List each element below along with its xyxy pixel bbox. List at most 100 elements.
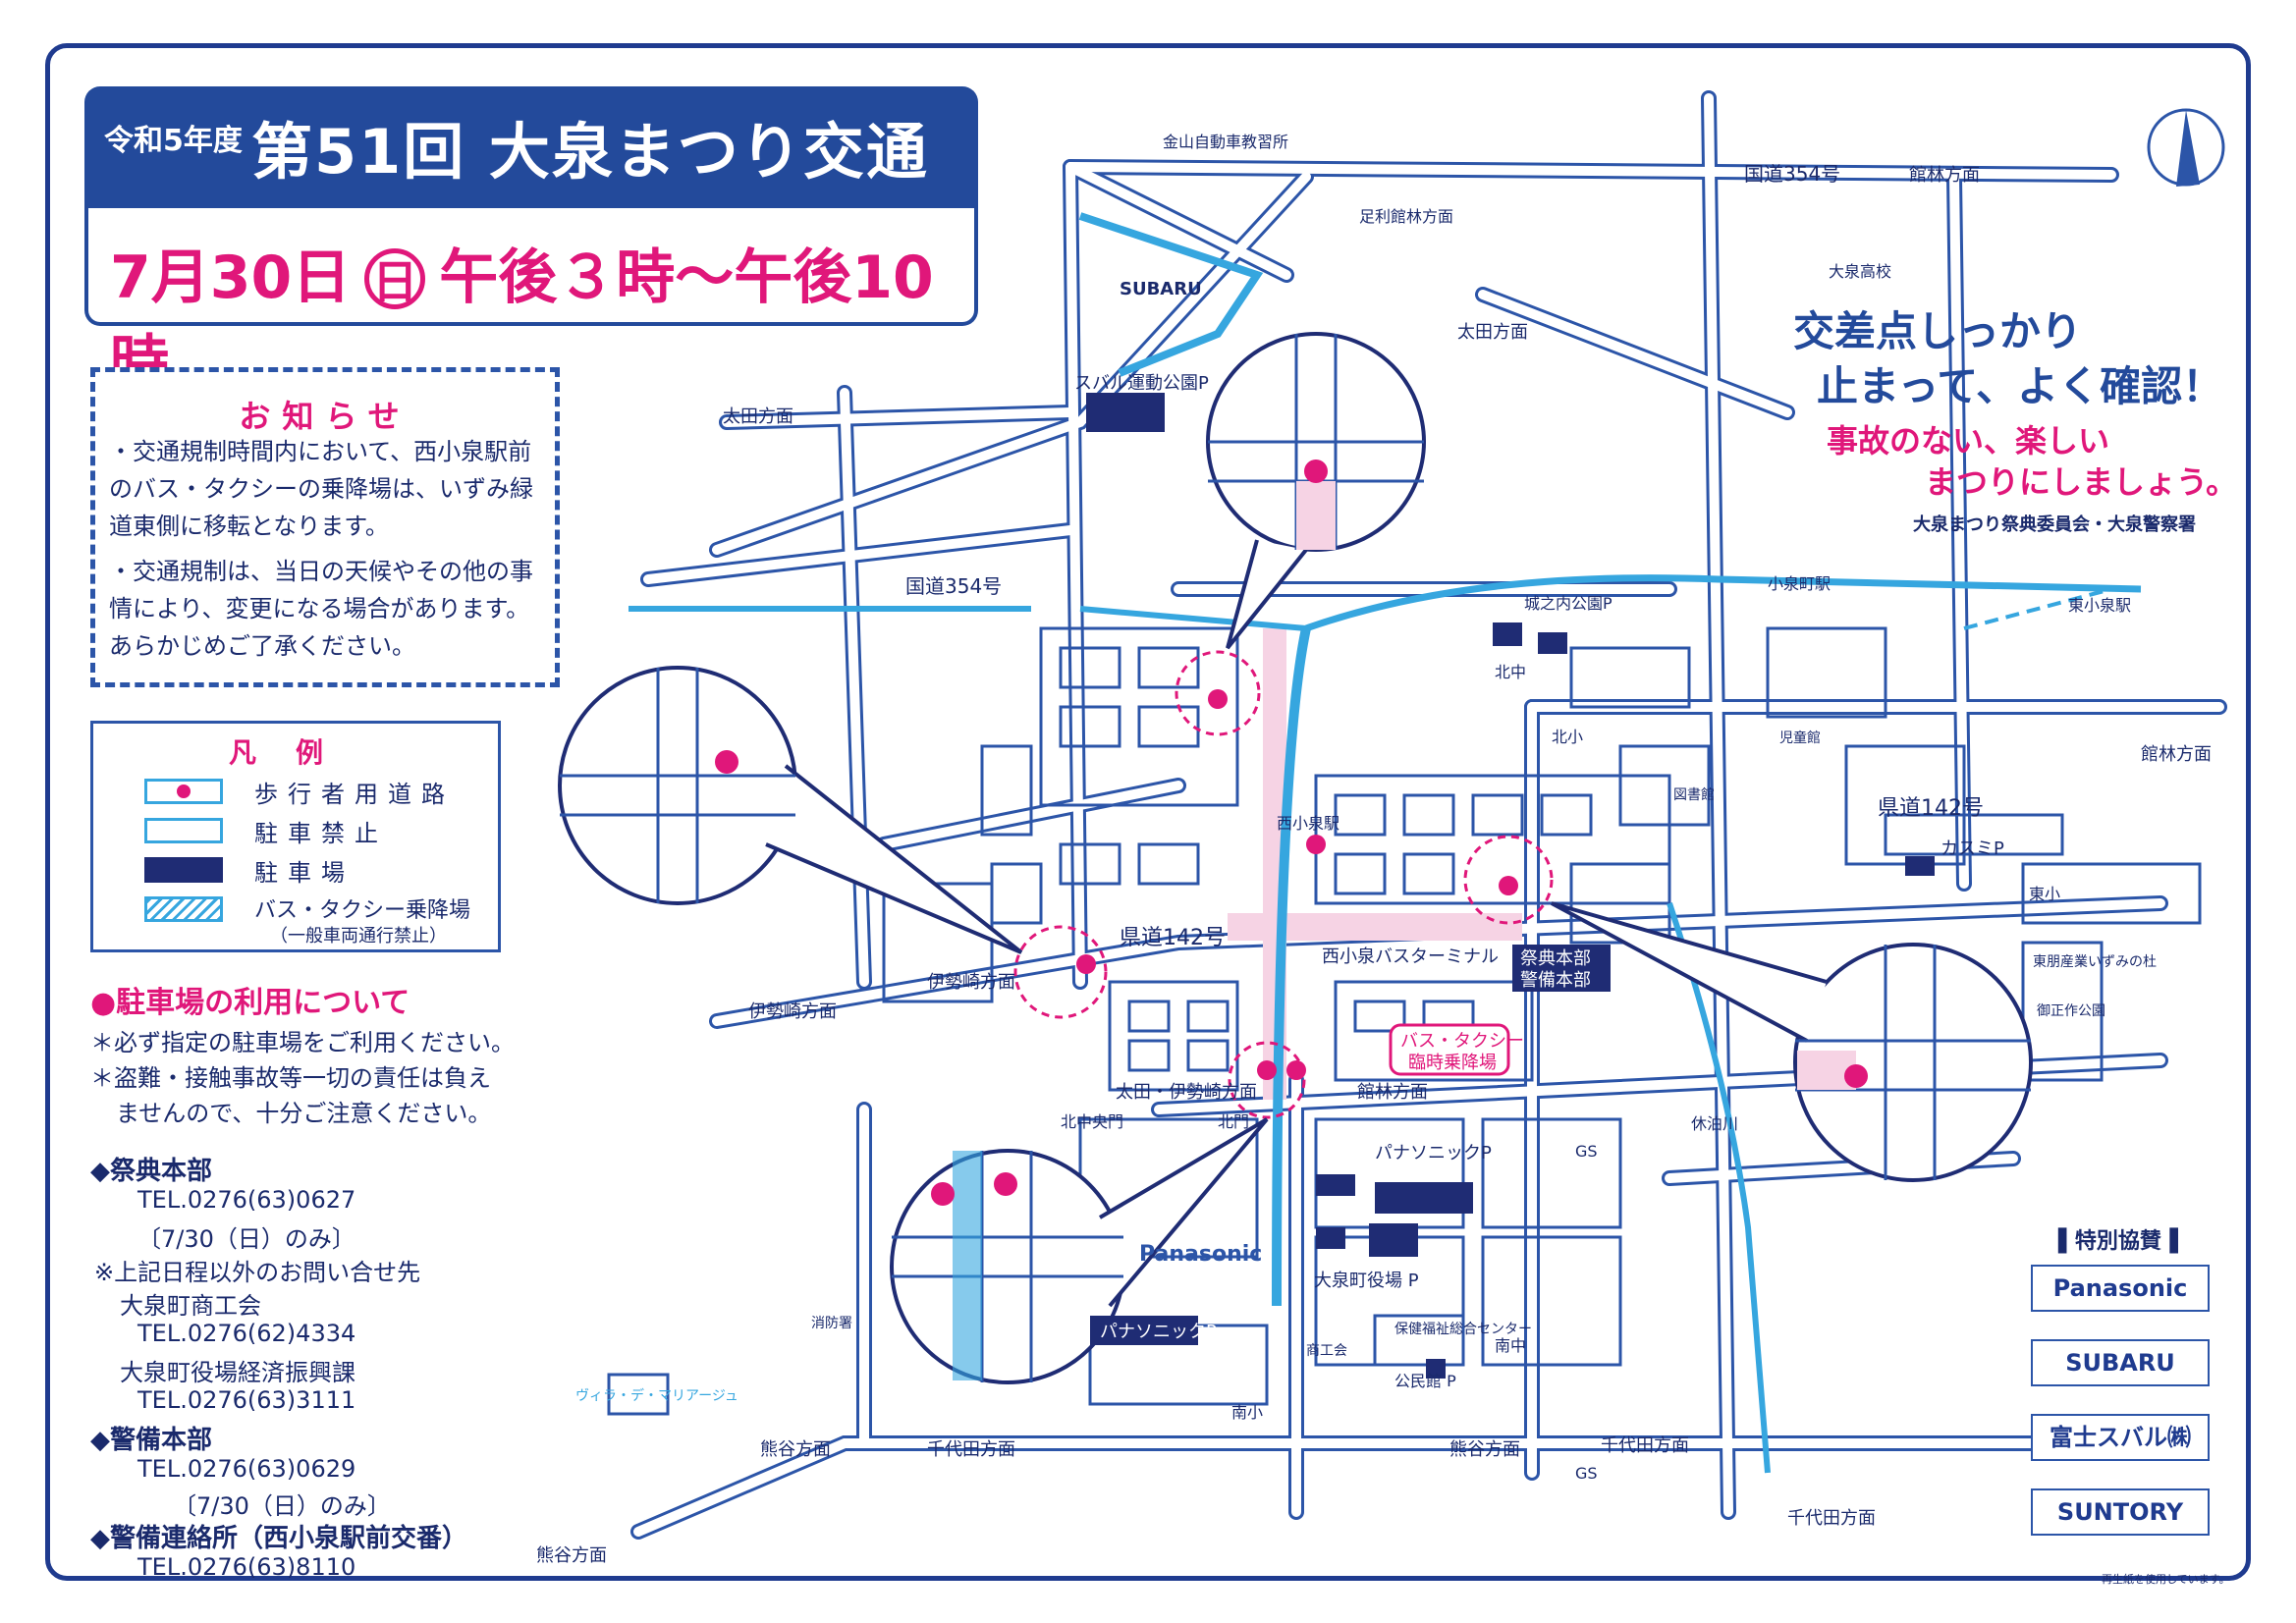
hq-title: ◆祭典本部 (90, 1157, 212, 1186)
page-frame (45, 43, 2251, 1581)
slogan-line-2: 止まって、よく確認！ (1817, 362, 2224, 410)
notice-box: お知らせ ・交通規制時間内において、西小泉駅前のバス・タクシーの乗降場は、いずみ… (90, 367, 560, 687)
map-label-bus-terminal: 西小泉バスターミナル (1322, 947, 1499, 967)
sponsor-suntory: SUNTORY (2031, 1488, 2210, 1536)
map-label-oizumi-hs: 大泉高校 (1829, 262, 1891, 281)
map-label-chiyoda2: 千代田方面 (1601, 1435, 1689, 1456)
title-year: 令和5年度 (104, 124, 243, 158)
map-label-kumagaya1: 熊谷方面 (760, 1439, 831, 1460)
map-label-kanayama: 金山自動車教習所 (1163, 133, 1288, 151)
date-box: 7月30日日午後３時～午後10時 (84, 208, 978, 398)
map-label-kominkan: 公民館 P (1394, 1372, 1456, 1390)
map-label-higashisho: 東小 (2029, 885, 2060, 903)
legend-sub: （一般車両通行禁止） (270, 926, 447, 947)
weekday-badge: 日 (364, 248, 426, 309)
slogan-line-1: 交差点しっかり (1793, 307, 2083, 355)
parking-line-3: ませんので、十分ご注意ください。 (116, 1100, 492, 1127)
hq-note: 〔7/30（日）のみ〕 (137, 1225, 355, 1253)
map-label-panasonic-p1: パナソニックP (1375, 1143, 1492, 1163)
map-label-kokudo354: 国道354号 (1744, 162, 1840, 186)
renraku-tel: TEL.0276(63)8110 (137, 1553, 356, 1581)
map-label-touhou: 東朋産業いずみの杜 (2033, 954, 2157, 970)
map-label-ota2: 太田方面 (1457, 322, 1528, 343)
map-label-subaru: SUBARU (1120, 279, 1202, 299)
shokokai-tel: TEL.0276(62)4334 (137, 1320, 356, 1347)
map-label-nishi-koizumi: 西小泉駅 (1277, 814, 1339, 833)
map-label-shobo: 消防署 (811, 1316, 852, 1331)
map-label-toshokan: 図書館 (1673, 786, 1715, 803)
sponsor-panasonic: Panasonic (2031, 1265, 2210, 1312)
parking-line-1: ＊必ず指定の駐車場をご利用ください。 (90, 1029, 515, 1056)
map-label-kokudo354b: 国道354号 (905, 574, 1002, 598)
map-label-kumagaya3: 熊谷方面 (536, 1545, 607, 1566)
legend-label: 歩行者用道路 (254, 781, 455, 808)
event-date: 7月30日日午後３時～午後10時 (110, 230, 974, 401)
map-label-kitachu: 北中 (1495, 663, 1526, 681)
legend-label: 駐車禁止 (254, 820, 388, 847)
date-text: 7月30日 (110, 243, 352, 312)
map-label-hq1: 祭典本部 (1520, 948, 1591, 969)
slogan-line-3: 事故のない、楽しい (1827, 422, 2110, 460)
map-label-subaru-park: スバル運動公園P (1074, 373, 1209, 394)
map-label-nansho: 南小 (1231, 1403, 1263, 1422)
keibi-title: ◆警備本部 (90, 1426, 212, 1455)
map-label-bus-taxi2: 臨時乗降場 (1408, 1053, 1497, 1073)
hq-tel: TEL.0276(63)0627 (137, 1186, 356, 1214)
legend: 凡例 歩行者用道路 駐車禁止 駐車場 バス・タクシー乗降場 （一般車両通行禁止） (90, 721, 501, 952)
notice-title: お知らせ (239, 398, 411, 435)
map-label-kumagaya2: 熊谷方面 (1449, 1439, 1520, 1460)
map-label-kendo142: 県道142号 (1120, 926, 1226, 950)
sponsors-title: ▌特別協賛▐ (2058, 1229, 2178, 1254)
notice-item-1: ・交通規制時間内において、西小泉駅前のバス・タクシーの乗降場は、いずみ緑道東側に… (109, 438, 533, 540)
map-label-gs2: GS (1575, 1464, 1598, 1483)
legend-label: バス・タクシー乗降場 (254, 898, 471, 923)
parking-line-2: ＊盗難・接触事故等一切の責任は負え (90, 1064, 491, 1092)
map-label-isesaki1: 伊勢崎方面 (927, 972, 1015, 993)
map-label-gosho: 御正作公園 (2037, 1003, 2105, 1019)
map-label-yakuba-p: 大泉町役場 P (1314, 1271, 1419, 1291)
map-label-tatebayashi1: 館林方面 (1909, 165, 1980, 186)
notice-item-2: ・交通規制は、当日の天候やその他の事情により、変更になる場合があります。あらかじ… (109, 558, 533, 660)
map-label-gs1: GS (1575, 1142, 1598, 1161)
map-label-chiyoda1: 千代田方面 (927, 1439, 1015, 1460)
map-label-ota1: 太田方面 (723, 406, 793, 427)
pedestrian-icon (177, 784, 191, 798)
map-label-isesaki2: 伊勢崎方面 (748, 1001, 837, 1022)
map-label-kitasho: 北小 (1552, 728, 1583, 746)
map-label-jidokan: 児童館 (1779, 730, 1821, 746)
legend-item-no-parking: 駐車禁止 (144, 814, 478, 847)
bus-taxi-swatch (144, 896, 223, 922)
map-label-panasonic-p2: パナソニックP (1100, 1322, 1217, 1342)
keibi-tel: TEL.0276(63)0629 (137, 1455, 356, 1483)
legend-item-bus-taxi: バス・タクシー乗降場 (144, 893, 478, 926)
map-label-ashikaga-tatebayashi: 足利館林方面 (1359, 207, 1453, 226)
pedestrian-swatch (144, 779, 223, 804)
map-label-tatebayashi3: 館林方面 (1357, 1082, 1428, 1103)
map-label-kasumi: カスミP (1941, 839, 2004, 859)
map-label-hoken: 保健福祉総合センター (1394, 1322, 1532, 1337)
map-label-kitamon: 北門 (1218, 1112, 1249, 1131)
map-label-kyuzawa: 休泊川 (1691, 1114, 1738, 1133)
keibi-note: 〔7/30（日）のみ〕 (173, 1492, 391, 1520)
map-label-hq2: 警備本部 (1520, 970, 1591, 991)
title-banner: 令和5年度 第51回 大泉まつり交通規制 (84, 86, 978, 276)
map-label-bus-taxi1: バス・タクシー (1400, 1031, 1524, 1052)
map-label-kitachumon: 北中央門 (1061, 1112, 1123, 1131)
map-label-shokokai: 商工会 (1306, 1343, 1347, 1359)
organizer: 大泉まつり祭典委員会・大泉警察署 (1913, 514, 2196, 535)
legend-item-parking: 駐車場 (144, 853, 478, 887)
parking-title: ●駐車場の利用について (90, 986, 410, 1020)
map-label-koizumi-station: 小泉町駅 (1768, 574, 1831, 593)
map-label-tatebayashi2: 館林方面 (2141, 744, 2212, 765)
map-label-chiyoda3: 千代田方面 (1787, 1508, 1876, 1529)
legend-item-pedestrian: 歩行者用道路 (144, 775, 478, 808)
yakuba-tel: TEL.0276(63)3111 (137, 1386, 356, 1414)
legend-title: 凡例 (228, 736, 362, 769)
time-range: 午後３時～午後10時 (110, 243, 934, 398)
map-label-jonouchi: 城之内公園P (1524, 594, 1613, 613)
shokokai-name: 大泉町商工会 (120, 1292, 261, 1320)
recycle-note: 再生紙を使用しています。 (2102, 1573, 2230, 1586)
no-parking-swatch (144, 818, 223, 843)
renraku-title: ◆警備連絡所（西小泉駅前交番） (90, 1524, 467, 1553)
